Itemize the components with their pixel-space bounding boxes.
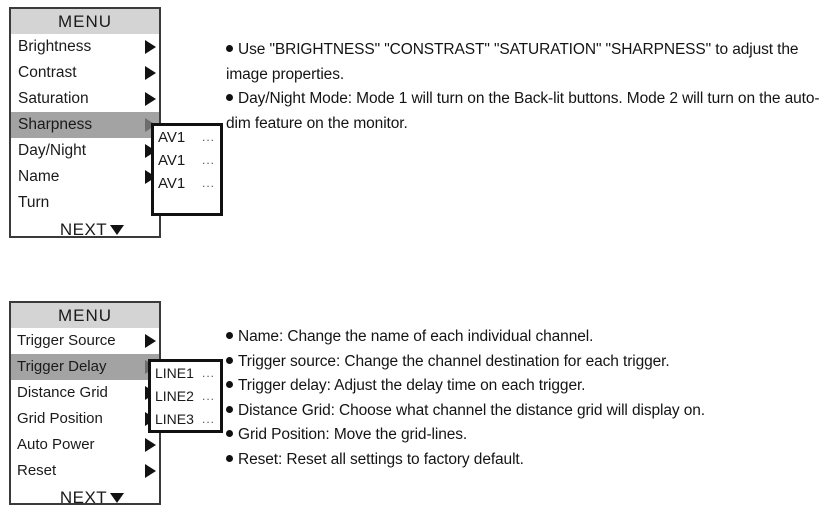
submenu-option-label: AV1 [158, 129, 186, 146]
bullet-icon [226, 454, 233, 462]
osd-menu-panel-1: MENU Brightness Contrast Saturation Shar… [9, 7, 161, 239]
osd-menu-panel-2: MENU Trigger Source Trigger Delay Distan… [9, 301, 161, 507]
menu-item-trigger-delay[interactable]: Trigger Delay [11, 354, 159, 380]
submenu-option-label: LINE1 [155, 365, 194, 381]
menu-item-contrast[interactable]: Contrast [11, 60, 159, 86]
note-text: Day/Night Mode: Mode 1 will turn on the … [226, 90, 820, 132]
menu-item-reset[interactable]: Reset [11, 458, 159, 484]
submenu-option[interactable]: AV1 ... [154, 149, 220, 172]
menu-item-label: Day/Night [18, 142, 87, 159]
menu-title: MENU [11, 9, 159, 34]
menu-item-label: Saturation [18, 90, 89, 107]
menu-item-label: Grid Position [17, 410, 103, 427]
chevron-right-icon [145, 464, 156, 478]
note-text: Grid Position: Move the grid-lines. [238, 426, 468, 443]
menu-item-auto-power[interactable]: Auto Power [11, 432, 159, 458]
menu-item-label: Distance Grid [17, 384, 108, 401]
note-text: Distance Grid: Choose what channel the d… [238, 401, 705, 419]
note-text: Trigger delay: Adjust the delay time on … [238, 377, 586, 394]
menu-next-button[interactable]: NEXT [11, 216, 159, 244]
menu-row-list: Brightness Contrast Saturation Sharpness… [11, 34, 159, 216]
chevron-right-icon [145, 92, 156, 106]
chevron-right-icon [145, 144, 156, 158]
submenu-option-label: LINE2 [155, 388, 194, 404]
note-text: Trigger source: Change the channel desti… [238, 352, 670, 370]
menu-item-distance-grid[interactable]: Distance Grid [11, 380, 159, 406]
chevron-right-icon [145, 40, 156, 54]
menu-row-list: Trigger Source Trigger Delay Distance Gr… [11, 328, 159, 484]
menu-item-grid-position[interactable]: Grid Position [11, 406, 159, 432]
submenu-option-dots: ... [201, 153, 215, 167]
bullet-icon [226, 405, 233, 413]
menu-item-saturation[interactable]: Saturation [11, 86, 159, 112]
menu-item-brightness[interactable]: Brightness [11, 34, 159, 60]
chevron-right-icon [145, 118, 156, 132]
bullet-icon [226, 45, 233, 53]
chevron-right-icon [145, 334, 156, 348]
menu-item-label: Brightness [18, 38, 92, 55]
bullet-icon [226, 332, 233, 340]
menu-next-button[interactable]: NEXT [11, 484, 159, 512]
submenu-option[interactable]: AV1 ... [154, 172, 220, 195]
note-line: Distance Grid: Choose what channel the d… [226, 399, 826, 424]
submenu-option-dots: ... [201, 366, 215, 380]
bullet-icon [226, 94, 233, 102]
submenu-popup-trigger-delay: LINE1 ... LINE2 ... LINE3 ... [148, 359, 223, 433]
menu-item-label: Turn [18, 194, 50, 211]
menu-next-label: NEXT [59, 220, 108, 239]
submenu-popup-sharpness: AV1 ... AV1 ... AV1 ... [151, 123, 223, 216]
menu-item-label: Trigger Source [17, 332, 116, 349]
submenu-option[interactable]: LINE3 ... [151, 408, 220, 431]
chevron-right-icon [145, 438, 156, 452]
submenu-option[interactable]: LINE2 ... [151, 385, 220, 408]
chevron-down-icon [110, 492, 125, 503]
note-line: Trigger delay: Adjust the delay time on … [226, 374, 826, 399]
note-text: Name: Change the name of each individual… [238, 328, 594, 345]
bullet-icon [226, 356, 233, 364]
note-block-image-settings: Use "BRIGHTNESS" "CONSTRAST" "SATURATION… [226, 38, 826, 136]
submenu-option-label: AV1 [158, 175, 186, 192]
menu-item-label: Sharpness [18, 116, 93, 133]
note-line: Trigger source: Change the channel desti… [226, 350, 826, 375]
menu-item-label: Trigger Delay [17, 358, 107, 375]
submenu-option-dots: ... [201, 176, 215, 190]
chevron-right-icon [145, 170, 156, 184]
note-line: Day/Night Mode: Mode 1 will turn on the … [226, 87, 826, 136]
bullet-icon [226, 381, 233, 389]
menu-item-label: Name [18, 168, 60, 185]
chevron-right-icon [145, 66, 156, 80]
menu-item-label: Reset [17, 462, 57, 479]
menu-item-turn[interactable]: Turn [11, 190, 159, 216]
menu-next-label: NEXT [59, 488, 108, 507]
note-block-channel-settings: Name: Change the name of each individual… [226, 325, 826, 472]
submenu-option[interactable]: AV1 ... [154, 126, 220, 149]
submenu-option[interactable]: LINE1 ... [151, 362, 220, 385]
note-line: Reset: Reset all settings to factory def… [226, 448, 826, 473]
note-text: Use "BRIGHTNESS" "CONSTRAST" "SATURATION… [226, 41, 799, 83]
menu-item-name[interactable]: Name [11, 164, 159, 190]
note-line: Use "BRIGHTNESS" "CONSTRAST" "SATURATION… [226, 38, 826, 87]
note-line: Name: Change the name of each individual… [226, 325, 826, 350]
bullet-icon [226, 430, 233, 438]
submenu-option-label: LINE3 [155, 411, 194, 427]
menu-item-trigger-source[interactable]: Trigger Source [11, 328, 159, 354]
menu-title: MENU [11, 303, 159, 328]
note-text: Reset: Reset all settings to factory def… [238, 450, 524, 468]
note-line: Grid Position: Move the grid-lines. [226, 423, 826, 448]
menu-item-day-night[interactable]: Day/Night [11, 138, 159, 164]
submenu-option-label: AV1 [158, 152, 186, 169]
menu-item-sharpness[interactable]: Sharpness [11, 112, 159, 138]
submenu-option-dots: ... [201, 130, 215, 144]
menu-item-label: Auto Power [17, 436, 95, 453]
menu-item-label: Contrast [18, 64, 77, 81]
chevron-down-icon [110, 224, 125, 235]
submenu-option-dots: ... [201, 389, 215, 403]
submenu-option-dots: ... [201, 412, 215, 426]
